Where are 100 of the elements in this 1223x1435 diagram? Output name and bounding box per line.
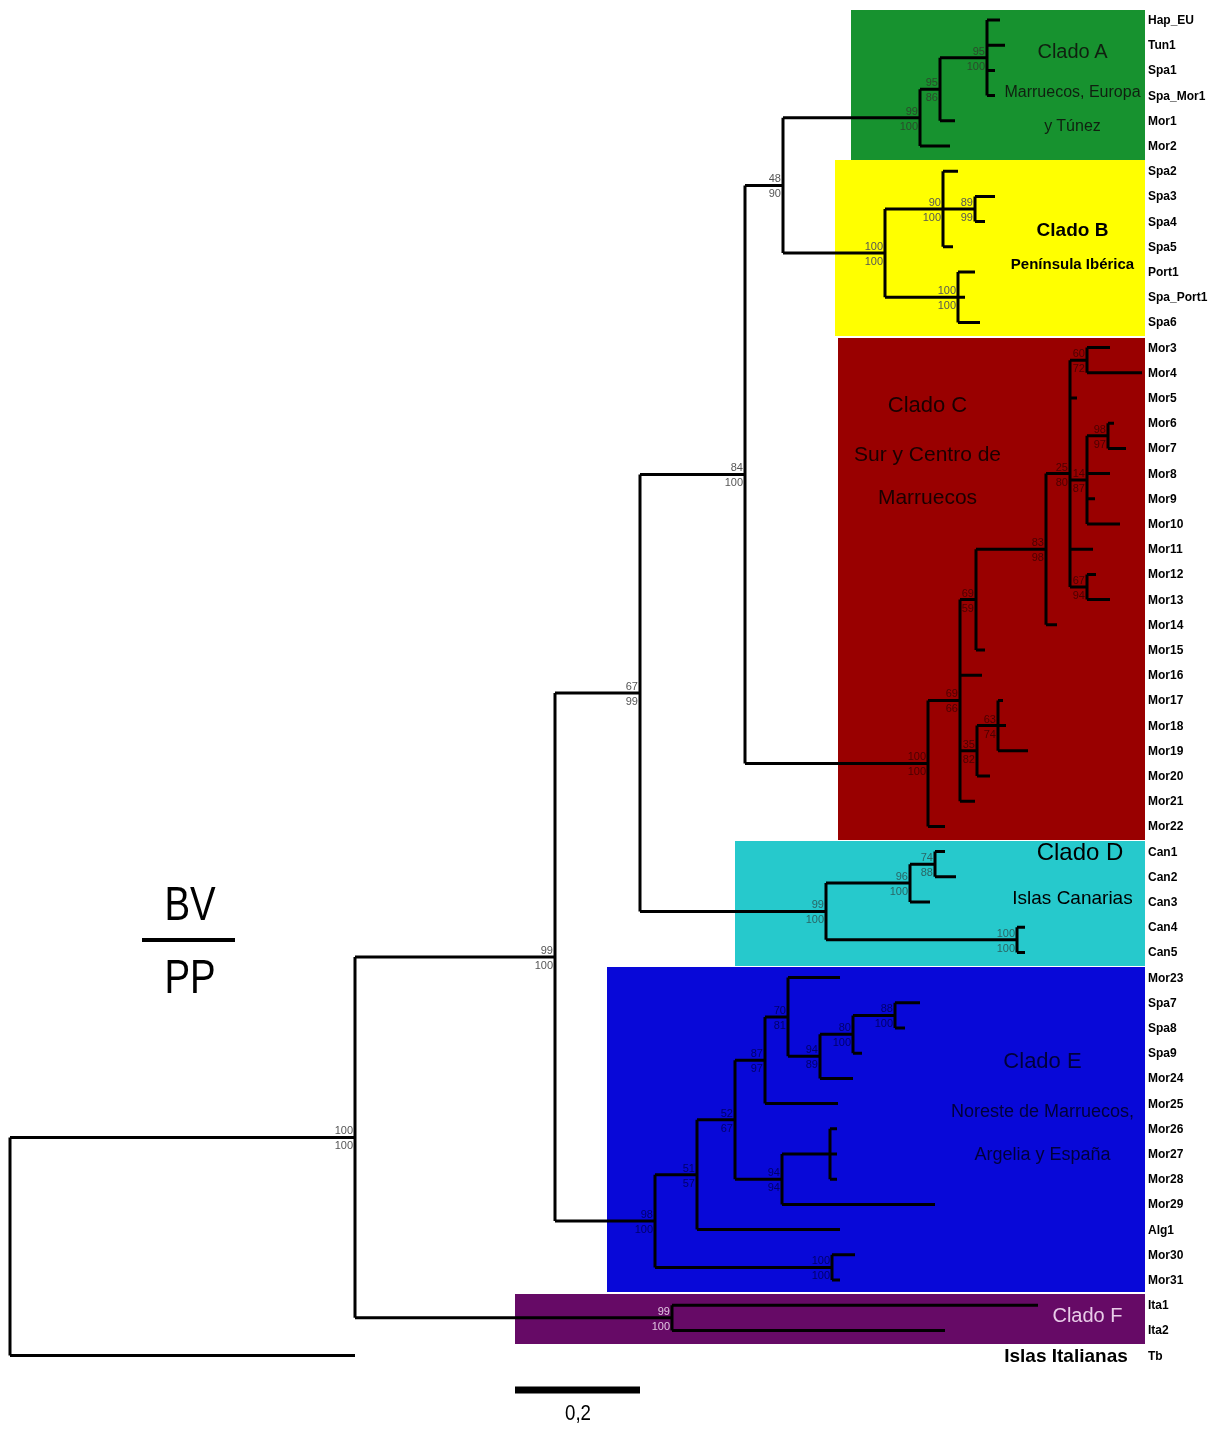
taxon-label: Mor7 (1148, 441, 1177, 456)
taxon-label: Mor28 (1148, 1172, 1184, 1187)
support-value: 100 (864, 255, 883, 268)
support-value: 95 (972, 44, 985, 57)
support-value: 99 (540, 943, 553, 956)
support-value: 88 (920, 866, 933, 879)
clade-region-label: Islas Canarias (1011, 887, 1134, 909)
taxon-label: Mor27 (1148, 1147, 1184, 1161)
support-value: 99 (625, 694, 638, 707)
support-key-label: PP (163, 953, 217, 1001)
support-value: 99 (960, 211, 973, 223)
taxon-label: Mor23 (1148, 970, 1184, 985)
support-value: 94 (767, 1166, 780, 1179)
taxon-label: Mor10 (1148, 517, 1184, 531)
taxon-label: Spa7 (1148, 995, 1177, 1010)
taxon-label: Mor3 (1148, 340, 1177, 355)
taxon-label: Mor13 (1148, 592, 1184, 607)
support-value: 100 (724, 476, 743, 489)
taxon-label: Mor25 (1148, 1096, 1184, 1111)
clade-region-label: Noreste de Marruecos, Argelia y España (949, 1100, 1136, 1166)
taxon-label: Mor26 (1148, 1121, 1184, 1136)
support-value: 95 (925, 76, 938, 89)
support-value: 57 (682, 1176, 695, 1189)
taxon-label: Spa3 (1148, 189, 1177, 204)
taxon-label: Ita2 (1148, 1323, 1169, 1338)
support-key-label: BV (163, 880, 217, 928)
taxon-label: Spa_Port1 (1148, 290, 1208, 305)
support-value: 100 (864, 240, 883, 253)
support-value: 74 (920, 851, 933, 864)
taxon-label: Can5 (1148, 945, 1178, 960)
support-value: 94 (805, 1043, 818, 1056)
taxon-label: Can3 (1148, 895, 1178, 909)
support-value: 97 (750, 1062, 763, 1075)
clade-title: Clado A (1036, 40, 1109, 63)
clade-region-label: Sur y Centro de Marruecos (852, 441, 1003, 510)
taxon-label: Alg1 (1148, 1222, 1174, 1237)
support-value: 99 (657, 1304, 670, 1317)
support-value: 98 (640, 1208, 653, 1221)
clade-region-label: Islas Italianas (1003, 1345, 1129, 1367)
support-value: 86 (925, 91, 938, 104)
taxon-label: Mor30 (1148, 1247, 1184, 1262)
taxon-label: Mor11 (1148, 542, 1183, 557)
clade-region-label: Península Ibérica (1009, 255, 1136, 273)
taxon-label: Spa5 (1148, 239, 1177, 254)
support-value: 67 (720, 1121, 733, 1134)
taxon-label: Spa6 (1148, 315, 1177, 330)
support-value: 100 (634, 1223, 653, 1236)
taxon-label: Mor5 (1148, 391, 1177, 405)
taxon-label: Mor1 (1148, 113, 1177, 128)
support-value: 100 (966, 59, 985, 72)
support-value: 100 (334, 1139, 353, 1152)
taxon-label: Mor6 (1148, 416, 1177, 431)
support-value: 90 (928, 196, 941, 208)
support-value: 52 (720, 1106, 733, 1119)
clade-title: Clado F (1051, 1304, 1124, 1327)
support-value: 67 (1072, 574, 1085, 586)
taxon-label: Mor2 (1148, 139, 1177, 153)
clade-title: Clado D (1035, 838, 1125, 866)
taxon-label: Mor19 (1148, 743, 1184, 758)
support-value: 84 (730, 461, 743, 474)
taxon-label: Mor21 (1148, 794, 1184, 809)
support-value: 69 (945, 687, 958, 700)
support-value: 59 (961, 601, 974, 614)
taxon-label: Tun1 (1148, 38, 1176, 53)
support-value: 72 (1072, 362, 1085, 375)
support-value: 69 (961, 586, 974, 599)
support-value: 94 (767, 1181, 780, 1194)
taxon-label: Tb (1148, 1348, 1163, 1363)
taxon-label: Mor18 (1148, 718, 1184, 733)
taxon-label: Mor8 (1148, 466, 1177, 481)
support-value: 90 (768, 187, 781, 200)
taxon-label: Spa2 (1148, 164, 1177, 179)
support-value: 100 (874, 1017, 893, 1030)
support-value: 98 (1031, 551, 1044, 564)
support-value: 100 (996, 926, 1015, 939)
taxon-label: Spa4 (1148, 214, 1177, 229)
support-value: 100 (811, 1269, 830, 1282)
support-value: 80 (1055, 475, 1068, 488)
support-value: 100 (996, 941, 1015, 954)
taxon-label: Mor9 (1148, 491, 1177, 506)
support-value: 88 (880, 1002, 893, 1015)
support-value: 89 (960, 196, 973, 208)
taxon-label: Mor4 (1148, 365, 1177, 380)
taxon-label: Mor20 (1148, 769, 1184, 783)
taxon-label: Spa_Mor1 (1148, 88, 1206, 103)
support-value: 100 (922, 211, 941, 223)
support-value: 100 (889, 885, 908, 898)
support-value: 87 (1072, 481, 1085, 494)
scale-label: 0,2 (564, 1402, 592, 1424)
taxon-label: Mor12 (1148, 567, 1184, 582)
taxon-label: Can4 (1148, 920, 1178, 935)
taxon-label: Mor17 (1148, 693, 1184, 708)
support-value: 100 (907, 765, 926, 778)
taxon-label: Ita1 (1148, 1298, 1169, 1313)
clade-title: Clado E (1002, 1048, 1083, 1074)
clade-title: Clado C (886, 392, 969, 418)
taxon-label: Mor24 (1148, 1071, 1184, 1086)
support-value: 51 (682, 1161, 695, 1174)
taxon-label: Mor29 (1148, 1197, 1184, 1212)
support-value: 67 (625, 679, 638, 692)
